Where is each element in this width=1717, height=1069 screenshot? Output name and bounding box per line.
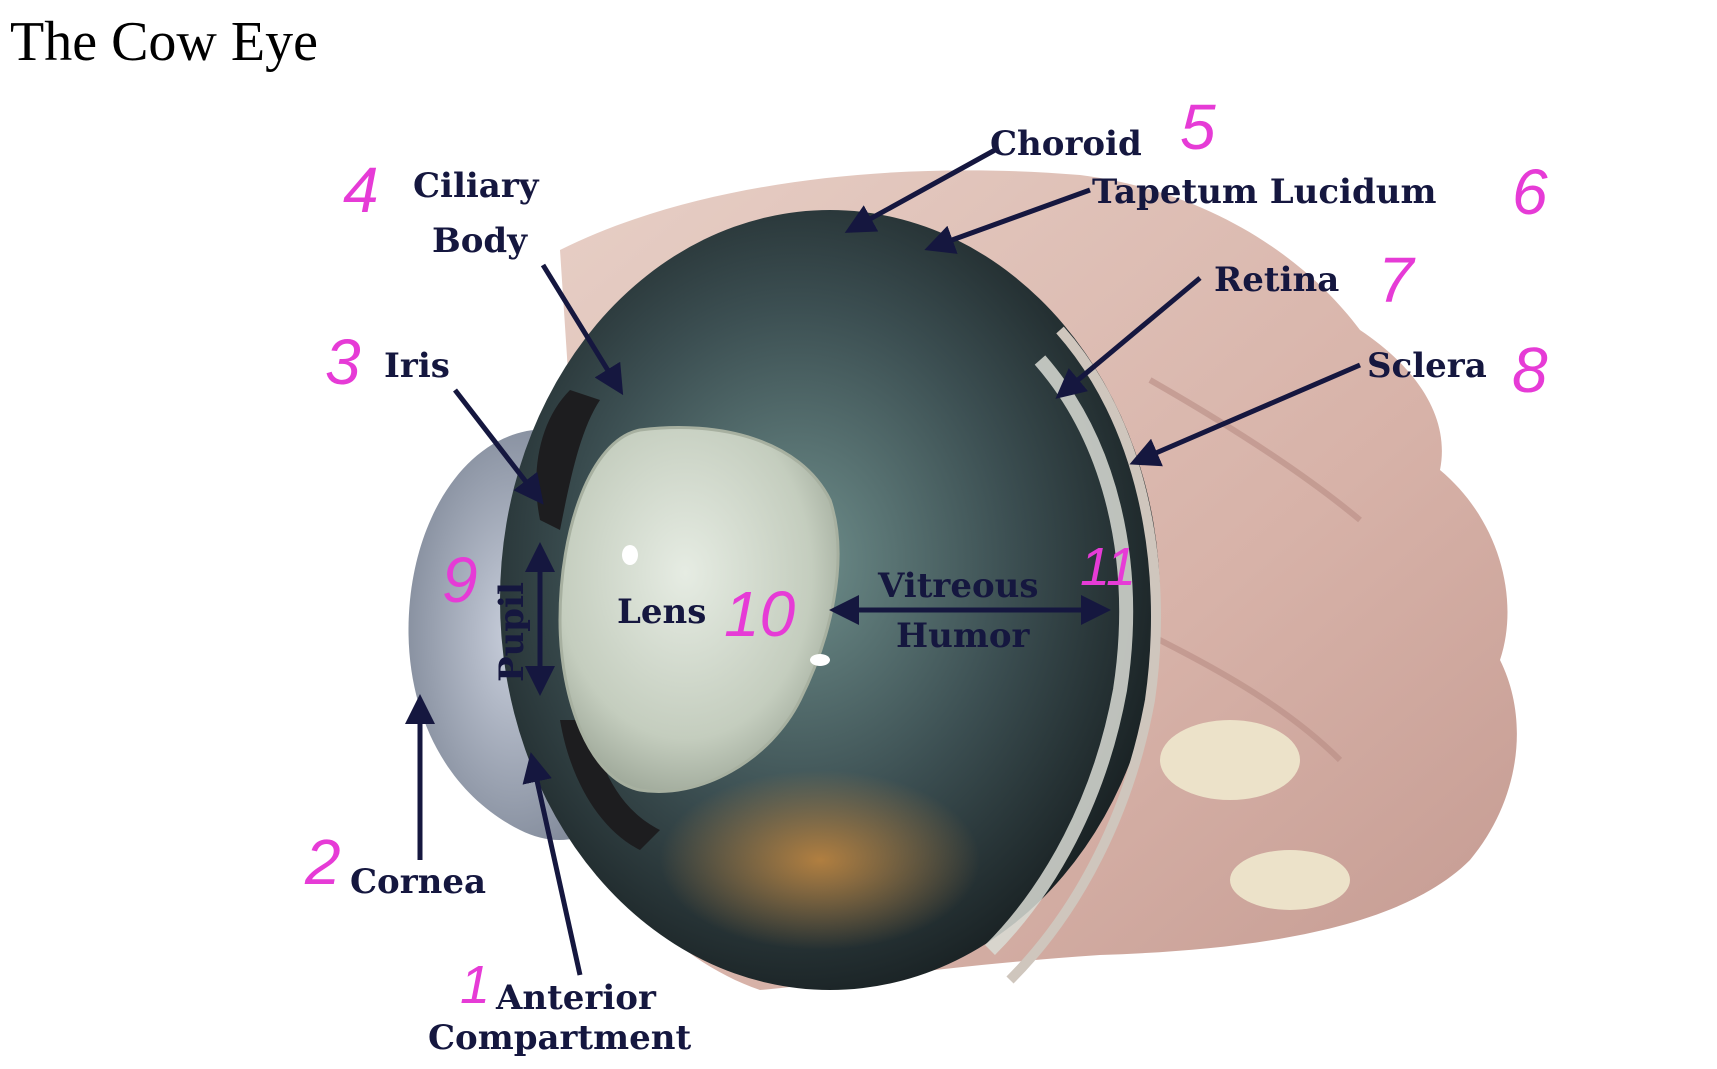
number-1: 1: [460, 955, 491, 1015]
number-3: 3: [325, 326, 361, 398]
number-4: 4: [343, 154, 379, 226]
label-anterior-line1: Anterior: [496, 978, 656, 1018]
number-2: 2: [305, 826, 341, 898]
number-6: 6: [1512, 156, 1548, 228]
sclera-rim: [1006, 326, 1161, 984]
arrow-tapetum: [924, 187, 1091, 254]
lens: [558, 426, 840, 793]
label-vitreous-line1: Vitreous: [878, 566, 1039, 606]
number-8: 8: [1512, 334, 1548, 406]
label-vitreous-line2: Humor: [896, 616, 1030, 656]
label-tapetum: Tapetum Lucidum: [1092, 172, 1437, 212]
number-9: 9: [442, 544, 478, 616]
label-ciliary-line1: Ciliary: [413, 166, 539, 206]
arrow-sclera: [1129, 362, 1361, 467]
arrow-iris: [453, 388, 544, 505]
fat-deposit: [1160, 720, 1300, 800]
number-7: 7: [1378, 244, 1414, 316]
label-sclera: Sclera: [1367, 346, 1487, 386]
arrow-anterior: [522, 752, 583, 976]
label-choroid: Choroid: [990, 124, 1142, 164]
label-lens: Lens: [617, 592, 707, 632]
fat-deposit: [1230, 850, 1350, 910]
arrow-retina: [1055, 276, 1202, 399]
arrow-choroid: [844, 147, 997, 233]
label-ciliary-line2: Body: [432, 221, 527, 261]
amber-reflection: [660, 770, 980, 950]
label-pupil: Pupil: [492, 582, 532, 682]
iris-band: [536, 390, 600, 530]
label-iris: Iris: [384, 346, 450, 386]
label-anterior-line2: Compartment: [428, 1018, 692, 1058]
number-10: 10: [724, 578, 796, 650]
lens-highlight: [810, 654, 830, 666]
iris-band: [560, 720, 660, 850]
number-5: 5: [1180, 91, 1216, 163]
label-retina: Retina: [1214, 260, 1340, 300]
number-11: 11: [1080, 537, 1137, 597]
retina-rim: [985, 355, 1134, 955]
label-cornea: Cornea: [350, 862, 487, 902]
page-title: The Cow Eye: [10, 11, 318, 73]
tissue-streak: [1148, 377, 1362, 523]
arrow-ciliary: [540, 263, 624, 396]
lens-highlight: [622, 545, 638, 565]
